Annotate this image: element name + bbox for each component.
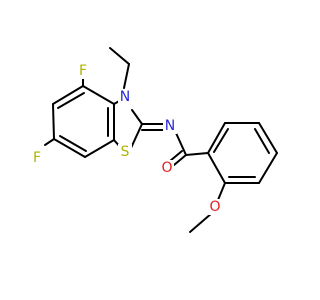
oxygen-label: O (209, 199, 220, 215)
sulfur-atom-ring: S (118, 144, 132, 160)
fluorine-label: F (33, 150, 41, 166)
nitrogen-label: N (120, 89, 130, 105)
molecule-structure: F F N S N O O (30, 47, 278, 233)
nitrogen-label: N (165, 118, 175, 134)
sulfur-label: S (121, 144, 130, 160)
atom-labels: F F N S N O O (30, 63, 222, 215)
oxygen-label: O (161, 160, 172, 176)
oxygen-atom-carbonyl: O (160, 160, 174, 176)
fluorine-atom-top: F (76, 63, 90, 79)
nitrogen-atom-imine: N (163, 118, 177, 134)
fluorine-label: F (79, 63, 87, 79)
fluorine-atom-left: F (30, 150, 44, 166)
oxygen-atom-methoxy: O (208, 199, 222, 215)
nitrogen-atom-ring: N (118, 89, 132, 105)
